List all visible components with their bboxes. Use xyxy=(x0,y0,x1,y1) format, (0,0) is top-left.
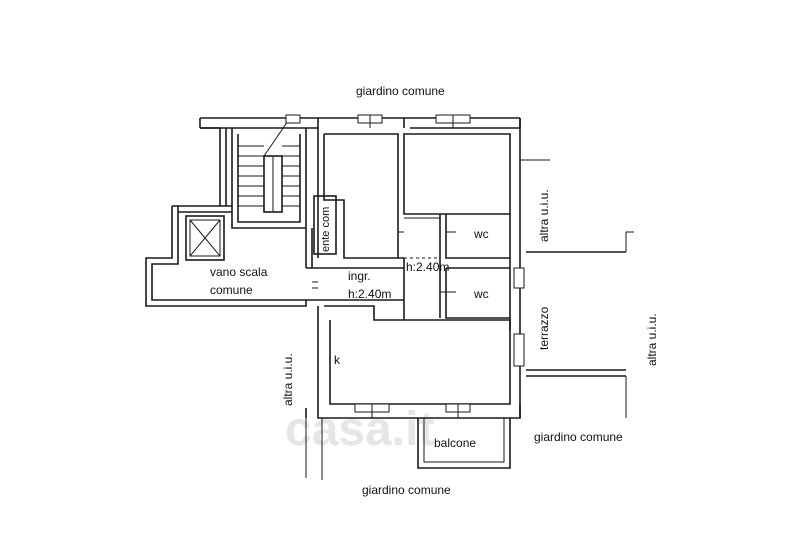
label-stair: vano scala xyxy=(210,265,268,279)
label-altra-uiu-left: altra u.i.u. xyxy=(281,353,295,406)
label-kitchen: k xyxy=(334,353,341,367)
label-altra-uiu-far-right: altra u.i.u. xyxy=(645,313,659,366)
label-ente-comune: ente com xyxy=(320,207,332,252)
label-terrazzo: terrazzo xyxy=(537,306,551,350)
label-garden-right: giardino comune xyxy=(534,430,623,444)
windows xyxy=(285,114,525,418)
terrace xyxy=(520,159,634,418)
label-height-1: h:2.40m xyxy=(406,260,449,274)
doors xyxy=(312,217,456,321)
label-altra-uiu-right: altra u.i.u. xyxy=(537,189,551,242)
stairwell xyxy=(145,117,313,307)
label-height-2: h:2.40m xyxy=(348,287,391,301)
label-wc-1: wc xyxy=(473,227,489,241)
ente-comune-room xyxy=(313,195,337,255)
balcony xyxy=(417,418,511,469)
label-garden-top: giardino comune xyxy=(356,84,445,98)
surrounding-lines xyxy=(305,418,323,480)
label-garden-bottom: giardino comune xyxy=(362,483,451,497)
label-ingr: ingr. xyxy=(348,269,371,283)
label-wc-2: wc xyxy=(473,287,489,301)
label-stair-comune: comune xyxy=(210,283,253,297)
label-balcone: balcone xyxy=(434,436,476,450)
